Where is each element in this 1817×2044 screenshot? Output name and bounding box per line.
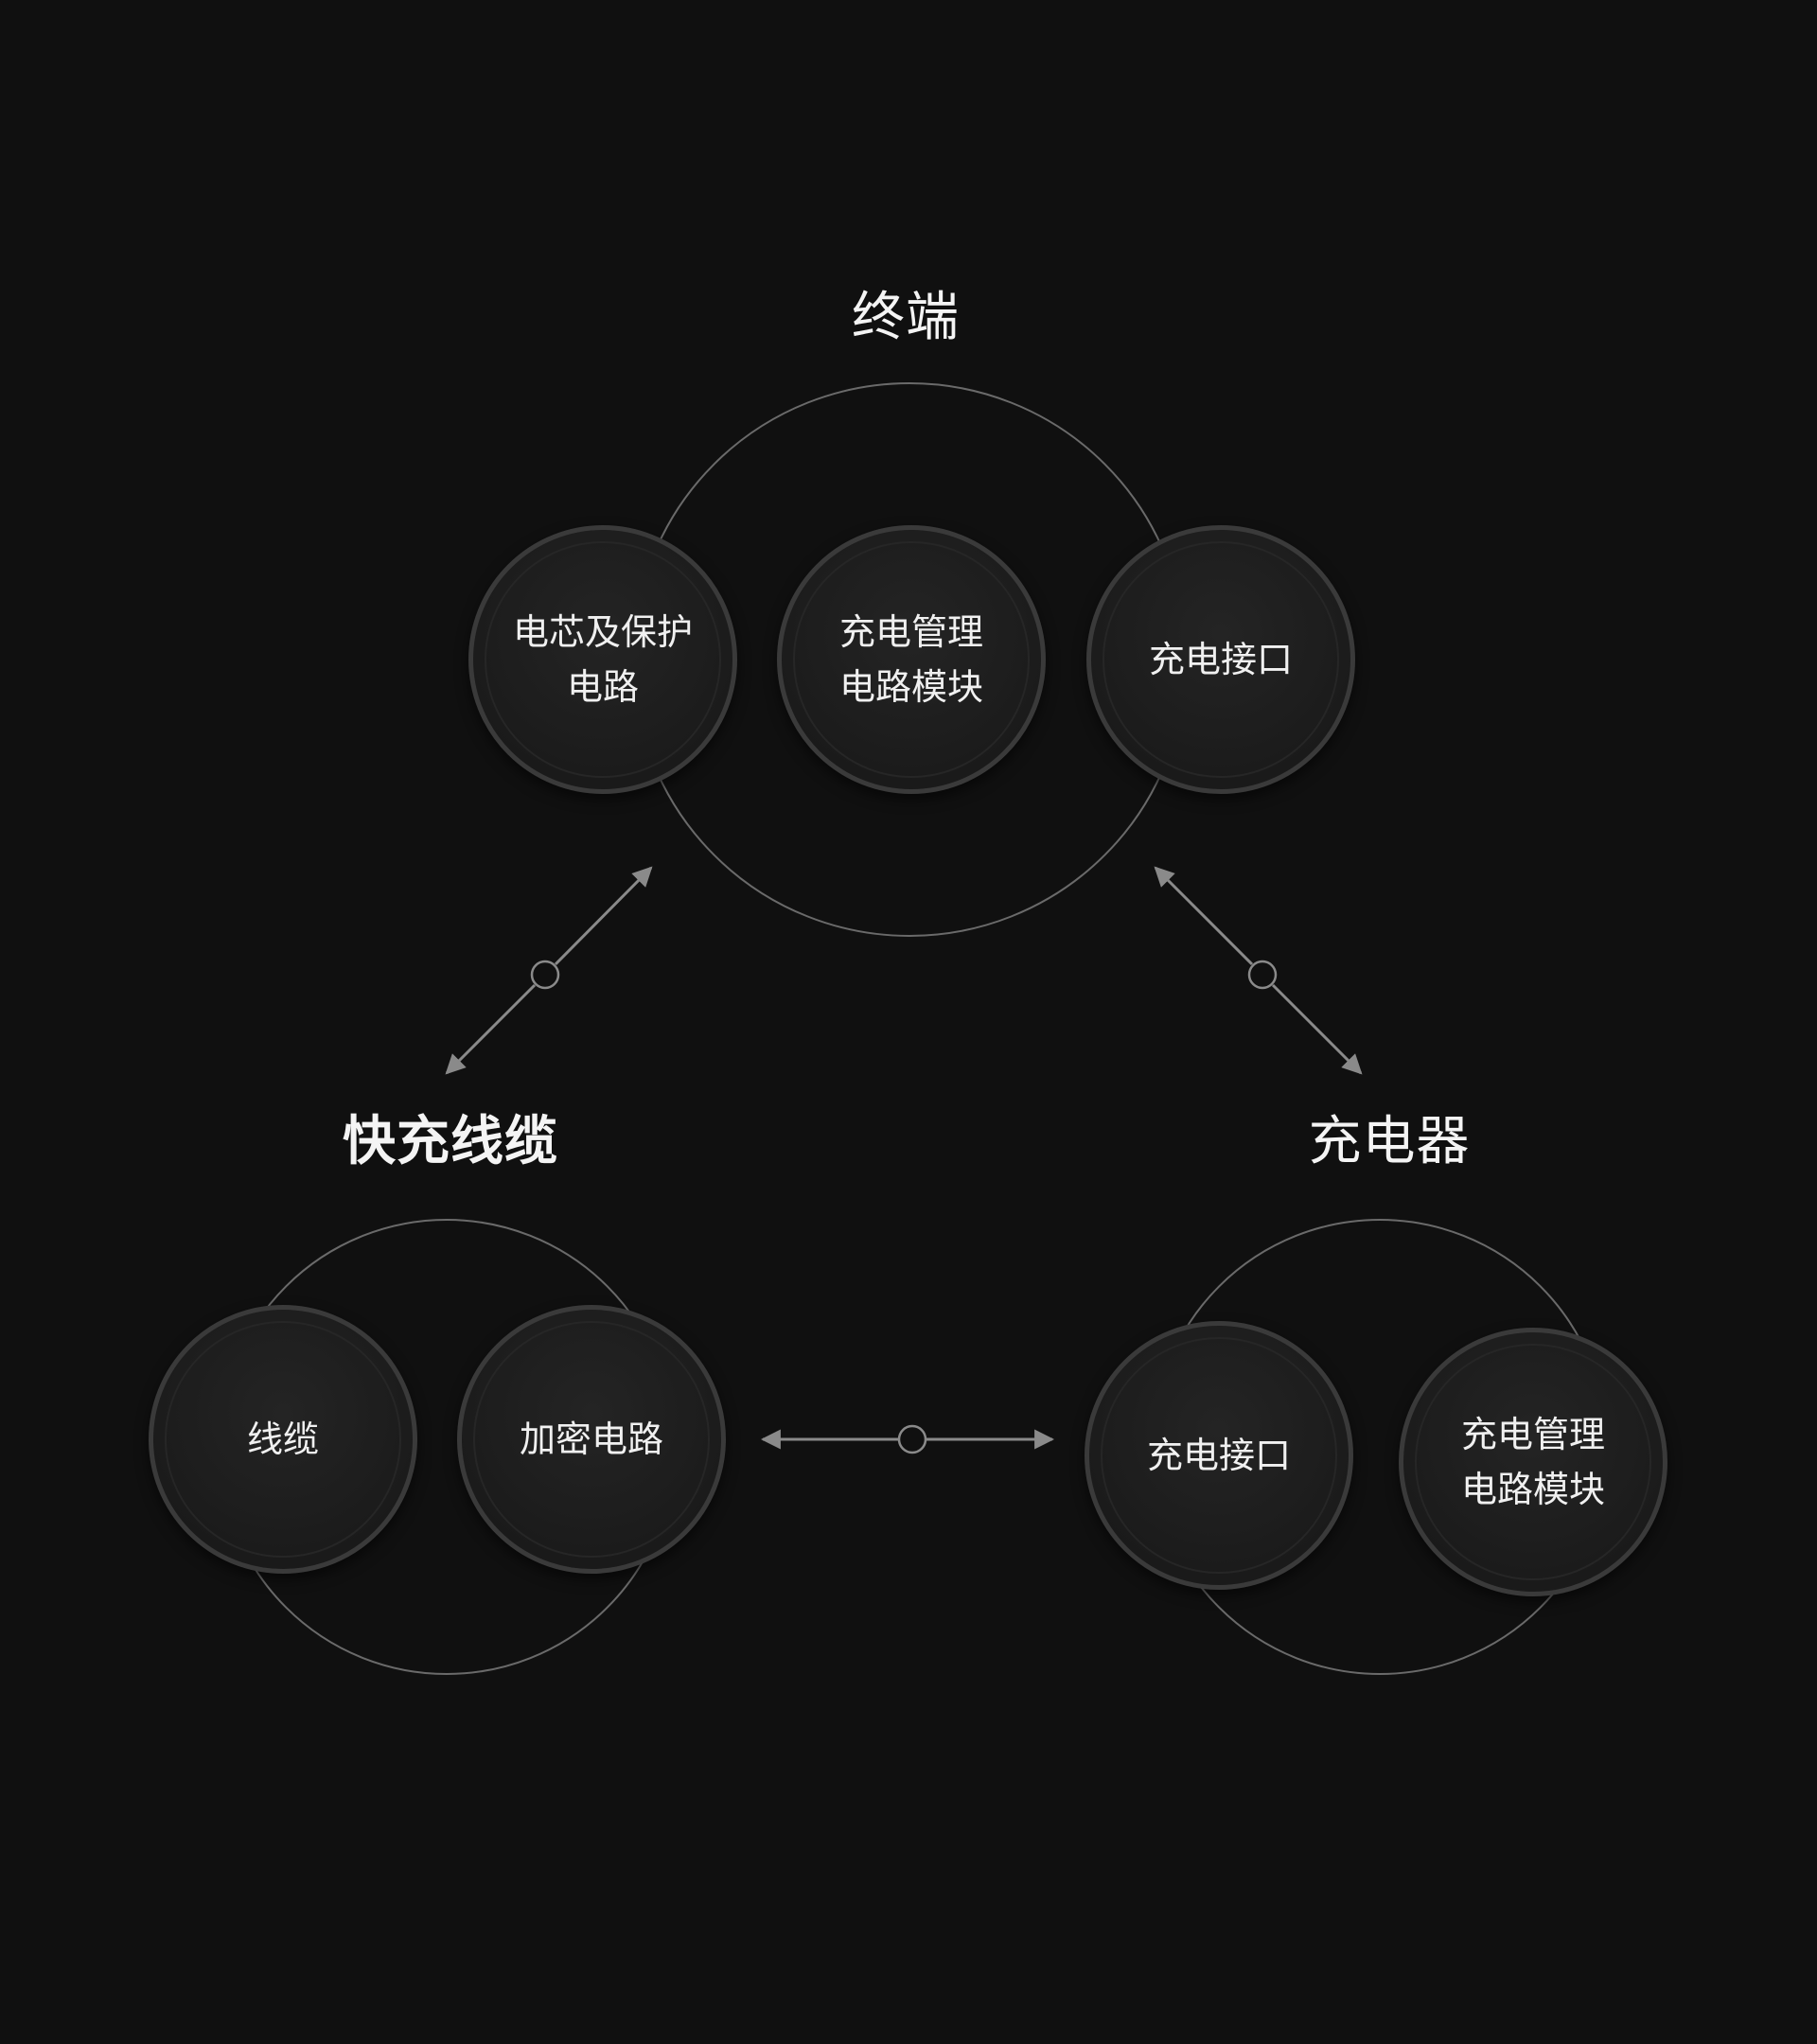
node-label-line: 电路 [566,666,639,708]
connector-node-icon [1247,960,1278,990]
cable-group-title: 快充线缆 [343,1111,558,1172]
connector-segment [1271,983,1363,1075]
node-label-line: 电路模块 [838,666,983,708]
node-label: 充电接口 [1149,632,1293,687]
terminal-group-title: 终端 [852,287,960,348]
charger-group-title: 充电器 [1308,1111,1471,1172]
node-terminal-charge-management: 充电管理 电路模块 [777,525,1046,794]
node-label: 充电接口 [1147,1428,1291,1483]
node-label: 充电管理 电路模块 [1461,1407,1605,1517]
node-label-line: 充电管理 [838,611,983,653]
connector-terminal-charger [1154,866,1363,1075]
connector-node-icon [897,1424,927,1454]
connector-segment [554,866,653,966]
node-cable: 线缆 [149,1305,417,1574]
node-charger-charge-management: 充电管理 电路模块 [1399,1328,1667,1596]
node-battery-cell-protection: 电芯及保护 电路 [468,525,737,794]
connector-node-icon [530,960,560,990]
node-encryption-circuit: 加密电路 [457,1305,726,1574]
connector-cable-charger [760,1424,1055,1454]
node-label: 充电管理 电路模块 [839,605,983,714]
node-label-line: 线缆 [246,1418,319,1460]
node-label: 加密电路 [520,1412,663,1467]
connector-segment [1154,866,1254,966]
node-label-line: 电芯及保护 [512,611,693,653]
node-label: 电芯及保护 电路 [513,605,693,714]
node-label-line: 充电管理 [1460,1414,1605,1455]
node-label-line: 充电接口 [1146,1435,1291,1476]
node-charger-charging-port: 充电接口 [1085,1321,1353,1590]
connector-segment [445,983,537,1075]
node-label-line: 电路模块 [1460,1469,1605,1510]
node-label: 线缆 [247,1412,319,1467]
node-label-line: 充电接口 [1148,639,1293,680]
node-label-line: 加密电路 [519,1418,663,1460]
connector-terminal-cable [445,866,653,1075]
node-terminal-charging-port: 充电接口 [1086,525,1355,794]
